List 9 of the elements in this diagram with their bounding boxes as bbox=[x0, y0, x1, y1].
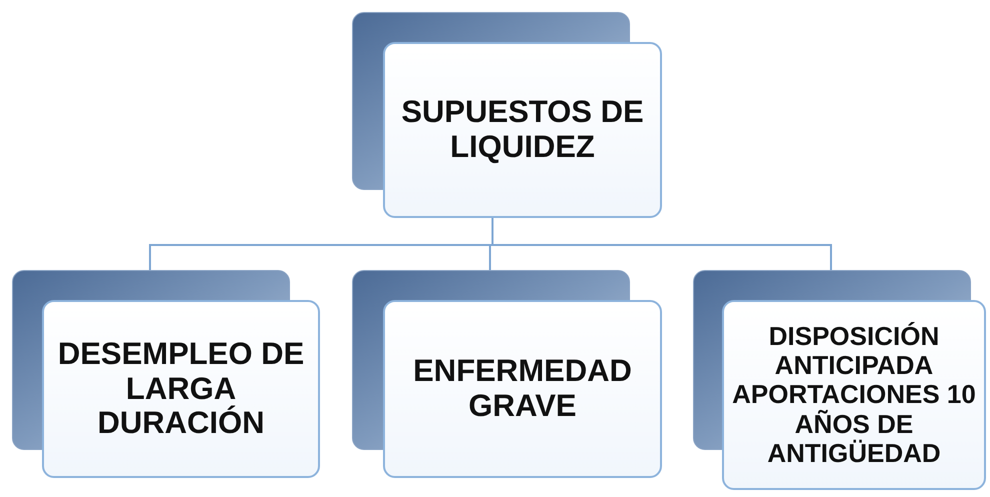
connector-line bbox=[492, 218, 832, 270]
text-card bbox=[383, 300, 662, 478]
text-card bbox=[42, 300, 320, 478]
text-card bbox=[383, 42, 662, 218]
card-title: ENFERMEDAD GRAVE bbox=[412, 354, 633, 424]
card-title: SUPUESTOS DE LIQUIDEZ bbox=[400, 95, 645, 165]
card-title: DESEMPLEO DE LARGA DURACIÓN bbox=[56, 336, 306, 442]
text-card bbox=[722, 300, 986, 490]
card-title: DISPOSICIÓN ANTICIPADA APORTACIONES 10 AÑOS DE ANTIGÜEDAD bbox=[731, 322, 977, 468]
